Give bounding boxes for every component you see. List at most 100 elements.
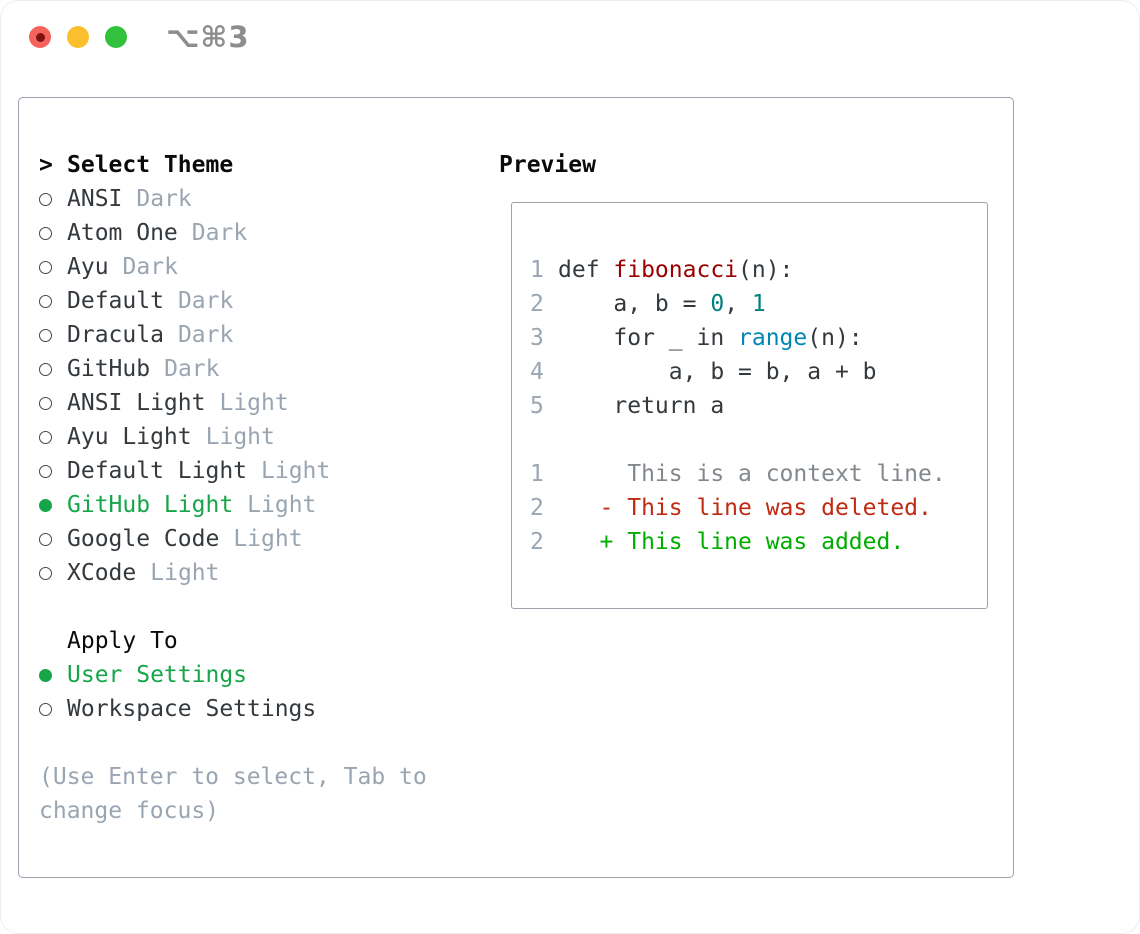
theme-variant: Dark	[164, 356, 220, 382]
theme-variant: Light	[219, 390, 289, 416]
preview-line: 4 a, b = b, a + b	[530, 355, 987, 389]
preview-line: 1 This is a context line.	[530, 457, 987, 491]
spacer	[39, 726, 427, 760]
line-number: 3	[530, 325, 544, 351]
code-segment-num: 1	[751, 291, 766, 317]
code-segment-plain: ,	[724, 291, 752, 317]
apply-option-label: Workspace Settings	[67, 696, 317, 722]
theme-variant: Dark	[177, 322, 234, 348]
preview-line	[530, 423, 987, 457]
code-segment-context: This is a context line.	[558, 461, 946, 487]
code-segment-builtin: range	[738, 325, 808, 351]
radio-selected-icon	[39, 658, 53, 692]
line-content: return a	[558, 393, 724, 419]
code-segment-added: + This line was added.	[558, 529, 905, 555]
spacer	[39, 590, 427, 624]
theme-variant: Light	[150, 560, 220, 586]
line-content: a, b = 0, 1	[558, 291, 766, 317]
radio-unselected-icon	[39, 522, 53, 556]
preview-line: 1 def fibonacci(n):	[530, 253, 987, 287]
line-number: 5	[530, 393, 544, 419]
select-theme-header: > Select Theme	[39, 148, 427, 182]
zoom-button[interactable]	[105, 26, 127, 48]
radio-unselected-icon	[39, 182, 53, 216]
preview-line: 2 - This line was deleted.	[530, 491, 987, 525]
theme-name: Ayu	[67, 254, 109, 280]
theme-variant: Dark	[122, 254, 178, 280]
theme-option-github[interactable]: GitHub Dark	[39, 352, 427, 386]
theme-name: ANSI Light	[67, 390, 206, 416]
theme-option-default-light[interactable]: Default Light Light	[39, 454, 427, 488]
theme-option-dracula[interactable]: Dracula Dark	[39, 318, 427, 352]
radio-unselected-icon	[39, 386, 53, 420]
theme-name: Ayu Light	[67, 424, 192, 450]
help-line-2: change focus)	[39, 798, 220, 824]
radio-unselected-icon	[39, 692, 53, 726]
radio-unselected-icon	[39, 284, 53, 318]
code-segment-plain: return a	[558, 393, 725, 419]
line-number: 1	[530, 461, 544, 487]
apply-to-label: Apply To	[67, 628, 178, 654]
theme-option-ayu[interactable]: Ayu Dark	[39, 250, 427, 284]
window-title: ⌥⌘3	[166, 20, 250, 54]
theme-variant: Dark	[191, 220, 248, 246]
help-line-1: (Use Enter to select, Tab to	[39, 764, 427, 790]
preview-line: 2 + This line was added.	[530, 525, 987, 559]
radio-unselected-icon	[39, 318, 53, 352]
minimize-button[interactable]	[67, 26, 89, 48]
code-segment-deleted: - This line was deleted.	[558, 495, 932, 521]
code-segment-plain: (n):	[807, 325, 863, 351]
theme-variant: Light	[247, 492, 317, 518]
line-content: a, b = b, a + b	[558, 359, 877, 385]
radio-selected-icon	[39, 488, 53, 522]
apply-option-workspace-settings[interactable]: Workspace Settings	[39, 692, 427, 726]
theme-name: Default	[67, 288, 164, 314]
code-segment-plain: def	[558, 257, 614, 283]
theme-name: Default Light	[67, 458, 248, 484]
theme-variant: Light	[261, 458, 331, 484]
cursor-prompt-icon: >	[39, 152, 53, 178]
titlebar: ⌥⌘3	[29, 20, 250, 54]
theme-option-ansi-light[interactable]: ANSI Light Light	[39, 386, 427, 420]
apply-option-label: User Settings	[67, 662, 248, 688]
theme-variant: Dark	[136, 186, 192, 212]
close-button[interactable]	[29, 26, 51, 48]
radio-unselected-icon	[39, 250, 53, 284]
code-segment-title: fibonacci	[613, 257, 739, 283]
apply-option-user-settings[interactable]: User Settings	[39, 658, 427, 692]
code-segment-num: 0	[710, 291, 725, 317]
radio-unselected-icon	[39, 420, 53, 454]
theme-name: Google Code	[67, 526, 220, 552]
line-number: 1	[530, 257, 544, 283]
radio-unselected-icon	[39, 352, 53, 386]
theme-name: Dracula	[67, 322, 164, 348]
select-theme-label: Select Theme	[67, 152, 234, 178]
preview-title: Preview	[499, 152, 596, 178]
radio-unselected-icon	[39, 216, 53, 250]
code-segment-plain: a, b = b, a + b	[558, 359, 877, 385]
theme-name: GitHub	[67, 356, 151, 382]
line-number: 2	[530, 495, 544, 521]
preview-line: 3 for _ in range(n):	[530, 321, 987, 355]
line-number: 2	[530, 529, 544, 555]
line-number: 4	[530, 359, 544, 385]
theme-variant: Dark	[177, 288, 234, 314]
theme-option-default[interactable]: Default Dark	[39, 284, 427, 318]
line-content: This is a context line.	[558, 461, 946, 487]
close-dot-icon	[35, 32, 45, 42]
line-content: def fibonacci(n):	[558, 257, 793, 283]
help-text: (Use Enter to select, Tab to change focu…	[39, 760, 427, 828]
code-segment-plain: for _ in	[558, 325, 739, 351]
